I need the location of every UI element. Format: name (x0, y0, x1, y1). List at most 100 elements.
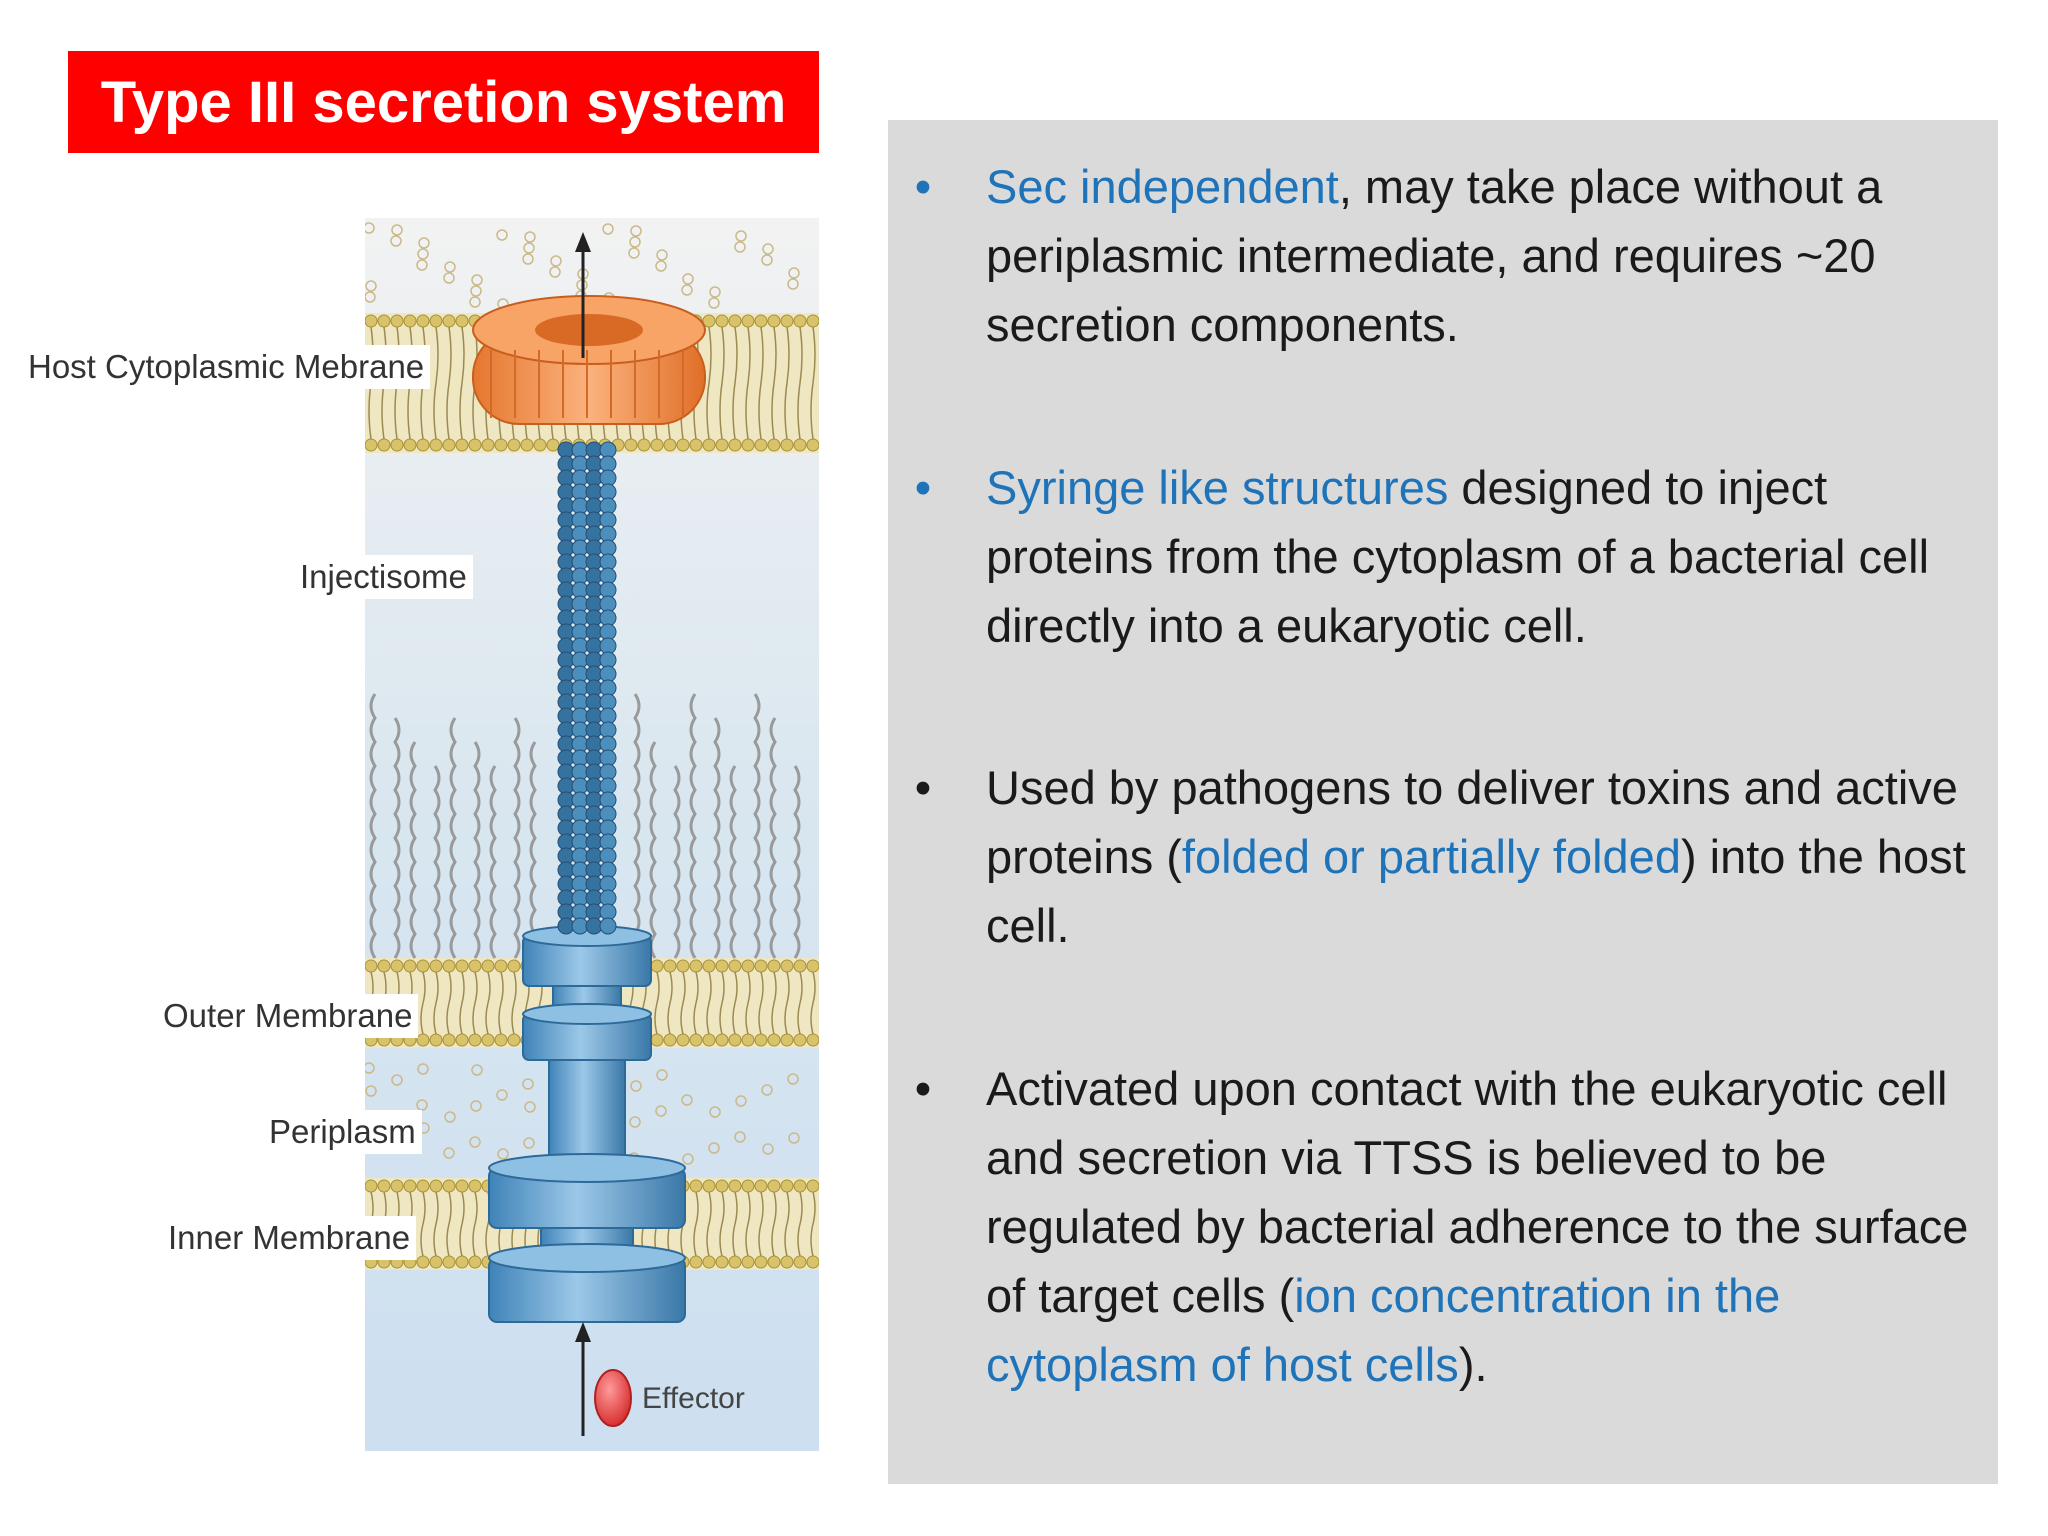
lipid-head (689, 1179, 703, 1193)
lipid-tail (771, 326, 777, 440)
lipid-head (702, 1033, 716, 1047)
lipid-head (403, 438, 417, 452)
lipid-bubble (734, 241, 746, 253)
lipid-bubble (655, 1105, 667, 1117)
lipid-bubble (628, 247, 640, 259)
lipid-head (468, 438, 482, 452)
lipid-head (780, 314, 794, 328)
lps-chain (513, 717, 521, 959)
bullet-text: Syringe like structures designed to inje… (986, 461, 1930, 652)
lipid-tail (498, 971, 504, 1035)
lipid-head (806, 1255, 819, 1269)
lipid-head (416, 1033, 430, 1047)
lipid-bubble (522, 1078, 534, 1090)
lipid-bubble (496, 1089, 508, 1101)
lipid-head (468, 1033, 482, 1047)
lipid-head (468, 1255, 482, 1269)
lipid-head (507, 959, 521, 973)
lipid-bubble (443, 1147, 455, 1159)
lipid-head (365, 438, 378, 452)
lipid-head (377, 1179, 391, 1193)
lipid-bubble (682, 1153, 694, 1165)
lipid-bubble (522, 253, 534, 265)
lipid-head (377, 959, 391, 973)
lipid-head (455, 438, 469, 452)
lipid-bubble (497, 1148, 509, 1160)
lipid-head (442, 438, 456, 452)
lipid-tail (784, 971, 790, 1035)
lipid-head (715, 314, 729, 328)
lipid-bubble (444, 1111, 456, 1123)
lipid-bubble (550, 255, 562, 267)
lipid-tail (472, 1191, 478, 1257)
lipid-head (663, 959, 677, 973)
lipid-bubble (365, 222, 375, 234)
lipid-head (702, 959, 716, 973)
lipid-head (455, 1179, 469, 1193)
lipid-tail (420, 971, 426, 1035)
lipid-head (442, 1033, 456, 1047)
lipid-head (806, 438, 819, 452)
lipid-tail (433, 1191, 439, 1257)
lipid-bubble (365, 280, 377, 292)
lipid-bubble (682, 273, 694, 285)
lipid-bubble (365, 1085, 377, 1097)
lps-chain (409, 741, 417, 959)
lipid-head (767, 314, 781, 328)
lipid-head (741, 1255, 755, 1269)
lipid-head (416, 1179, 430, 1193)
lipid-head (429, 1255, 443, 1269)
lipid-head (429, 438, 443, 452)
lipid-head (650, 1033, 664, 1047)
lipid-head (780, 438, 794, 452)
lipid-bubble (761, 254, 773, 266)
lipid-tail (758, 971, 764, 1035)
lipid-tail (459, 1191, 465, 1257)
lipid-tail (706, 971, 712, 1035)
lipid-bubble (469, 296, 481, 308)
lipid-head (780, 959, 794, 973)
lipid-bubble (656, 1069, 668, 1081)
lipid-bubble (469, 1136, 481, 1148)
lipid-head (728, 1255, 742, 1269)
basal-body (488, 925, 686, 1323)
lps-chain (633, 693, 641, 959)
lipid-tail (771, 971, 777, 1035)
lipid-tail (745, 326, 751, 440)
lipid-bubble (629, 236, 641, 248)
lipid-head (676, 438, 690, 452)
bullet-text: Used by pathogens to deliver toxins and … (986, 761, 1966, 952)
lipid-tail (706, 1191, 712, 1257)
lipid-head (754, 314, 768, 328)
lipid-bubble (416, 259, 428, 271)
lipid-head (702, 1255, 716, 1269)
lipid-head (754, 1033, 768, 1047)
lipid-tail (745, 1191, 751, 1257)
lipid-head (481, 438, 495, 452)
bullet-text: Activated upon contact with the eukaryot… (986, 1062, 1969, 1391)
lipid-head (806, 1179, 819, 1193)
lipid-bubble (629, 1116, 641, 1128)
lipid-head (728, 1179, 742, 1193)
lipid-head (702, 1179, 716, 1193)
lipid-tail (719, 1191, 725, 1257)
lipid-bubble (391, 224, 403, 236)
lipid-tail (797, 1191, 803, 1257)
bullet-dot: • (914, 1062, 932, 1115)
lipid-bubble (762, 1143, 774, 1155)
lipid-head (715, 438, 729, 452)
lipid-bubble (681, 284, 693, 296)
lps-chain (529, 741, 537, 959)
lipid-head (728, 438, 742, 452)
lipid-bubble (681, 1094, 693, 1106)
lipid-tail (797, 326, 803, 440)
lipid-bubble (708, 297, 720, 309)
lipid-tail (706, 326, 712, 440)
lipid-tail (472, 971, 478, 1035)
lipid-tail (433, 971, 439, 1035)
lipid-tail (719, 326, 725, 440)
lipid-head (689, 438, 703, 452)
lps-chain (489, 765, 497, 959)
lipid-tail (732, 326, 738, 440)
lipid-head (429, 314, 443, 328)
